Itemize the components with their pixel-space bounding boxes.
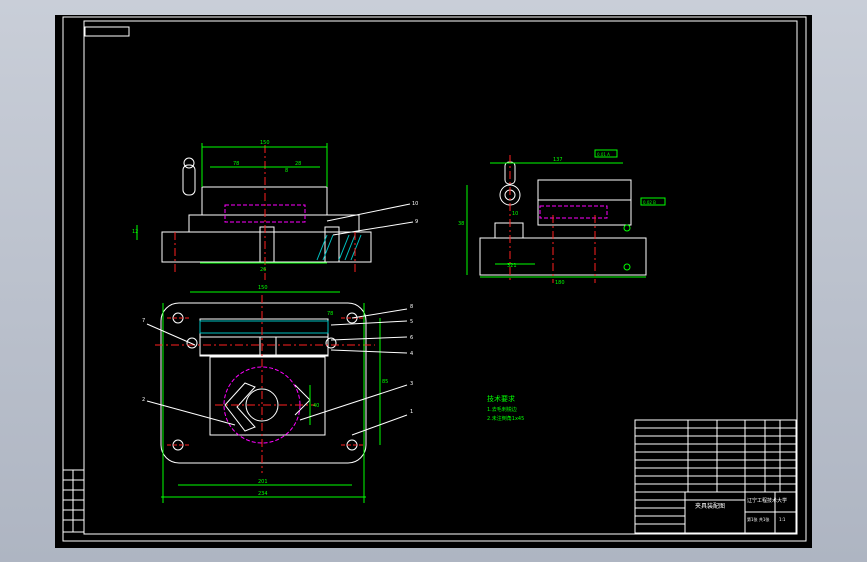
- top-dim-2: 234: [258, 491, 268, 497]
- balloon-3: 8: [410, 304, 413, 310]
- balloon-8: 3: [410, 381, 413, 387]
- front-dim-3: 28: [295, 161, 301, 167]
- front-dim-5: 8: [285, 168, 288, 174]
- top-dim-1: 150: [258, 285, 268, 291]
- side-dim-1: 137: [553, 157, 563, 163]
- front-dim-4: 12: [132, 229, 138, 235]
- side-view: 137 180 321 38 10 0.01 A 0.02 B: [458, 149, 666, 286]
- side-dim-5: 10: [512, 211, 518, 217]
- front-dim-2: 78: [233, 161, 239, 167]
- front-dim-1: 150: [260, 140, 270, 146]
- side-dim-3: 321: [507, 263, 517, 269]
- balloon-1: 10: [412, 201, 418, 207]
- balloon-4: 5: [410, 319, 413, 325]
- side-dim-4: 38: [458, 221, 464, 227]
- title-drawing-name: 夹具装配图: [695, 502, 725, 510]
- balloon-6: 6: [410, 335, 413, 341]
- side-dim-2: 180: [555, 280, 565, 286]
- title-scale: 1:1: [779, 517, 786, 522]
- top-view: 150 234 201 78 40 85: [155, 285, 388, 503]
- left-revision-strip: [62, 469, 85, 533]
- balloon-10: 1: [410, 409, 413, 415]
- top-dim-6: 85: [382, 379, 388, 385]
- title-block: [634, 419, 797, 534]
- notes-heading: 技术要求: [487, 394, 515, 403]
- drawing-number-box: [84, 26, 130, 37]
- title-school: 辽宁工程技术大学: [747, 497, 787, 504]
- front-view: 150 78 28 12 8 26: [132, 140, 372, 280]
- notes-line-2: 2.未注倒角1x45: [487, 415, 524, 422]
- drawing-canvas: 150 78 28 12 8 26 137 180 321 38: [62, 16, 807, 542]
- balloon-7: 4: [410, 351, 413, 357]
- technical-notes: 技术要求 1.去毛刺锐边 2.未注倒角1x45: [487, 394, 524, 422]
- title-sheet-info: 第1张 共1张: [747, 516, 769, 522]
- leader-lines: [146, 203, 414, 436]
- balloon-5: 7: [142, 318, 145, 324]
- outer-border: [62, 16, 807, 542]
- top-dim-5: 40: [313, 403, 319, 409]
- front-dim-6: 26: [260, 267, 266, 273]
- balloon-9: 2: [142, 397, 145, 403]
- top-dim-3: 201: [258, 479, 268, 485]
- side-gdt-2: 0.02 B: [643, 200, 656, 205]
- inner-border: [83, 20, 798, 535]
- side-gdt-1: 0.01 A: [597, 152, 610, 157]
- balloon-2: 9: [415, 219, 418, 225]
- notes-line-1: 1.去毛刺锐边: [487, 406, 517, 413]
- cad-viewport[interactable]: 150 78 28 12 8 26 137 180 321 38: [55, 15, 812, 548]
- top-dim-4: 78: [327, 311, 333, 317]
